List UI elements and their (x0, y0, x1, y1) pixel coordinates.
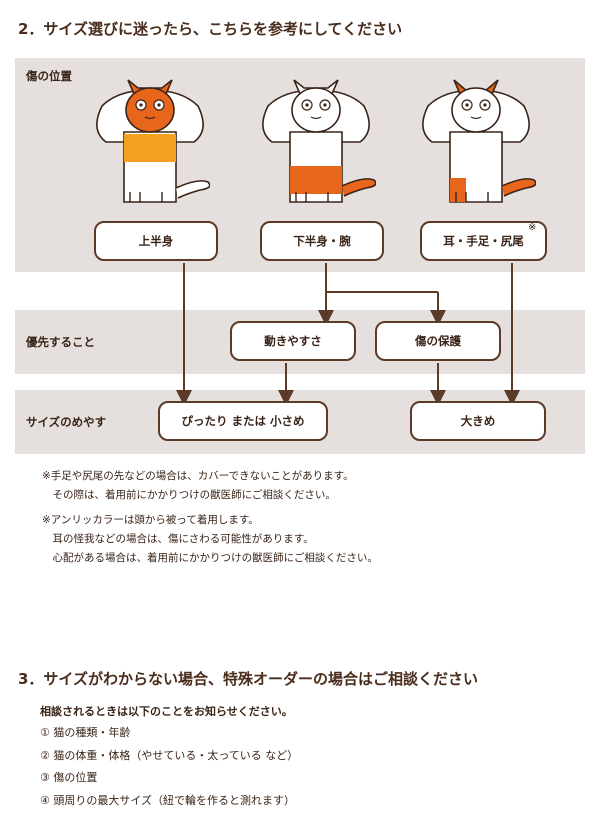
note-line: その際は、着用前にかかりつけの獣医師にご相談ください。 (42, 489, 336, 501)
asterisk-mark: ※ (528, 222, 537, 233)
cat-ears-tail-illustration (422, 79, 536, 203)
consultation-subheading: 相談されるときは以下のことをお知らせください。 (40, 705, 293, 718)
cat-upper-body-illustration (96, 79, 210, 203)
section-2-title: 2．サイズ選びに迷ったら、こちらを参考にしてください (18, 20, 403, 38)
note-limbs-tail: ※手足や尻尾の先などの場合は、カバーできないことがあります。 その際は、着用前に… (42, 467, 354, 505)
cat-lower-body-illustration (262, 79, 376, 203)
box-wound-protection: 傷の保護 (375, 321, 501, 361)
box-ears-limbs-tail: 耳・手足・尻尾 (420, 221, 547, 261)
list-item: ④ 頭周りの最大サイズ（紐で輪を作ると測れます） (40, 793, 296, 807)
note-line: 心配がある場合は、着用前にかかりつけの獣医師にご相談ください。 (42, 552, 378, 564)
note-collar: ※アンリッカラーは頭から被って着用します。 耳の怪我などの場合は、傷にさわる可能… (42, 511, 378, 568)
box-large: 大きめ (410, 401, 546, 441)
wound-position-label: 傷の位置 (26, 69, 72, 83)
box-ease-of-movement: 動きやすさ (230, 321, 356, 361)
consultation-list: ① 猫の種類・年齢 ② 猫の体重・体格（やせている・太っている など） ③ 傷の… (40, 722, 298, 812)
note-line: 耳の怪我などの場合は、傷にさわる可能性があります。 (42, 533, 314, 545)
note-line: ※手足や尻尾の先などの場合は、カバーできないことがあります。 (42, 470, 354, 482)
section-3-title: 3．サイズがわからない場合、特殊オーダーの場合はご相談ください (18, 670, 478, 688)
list-item: ① 猫の種類・年齢 (40, 726, 131, 739)
list-item: ② 猫の体重・体格（やせている・太っている など） (40, 748, 299, 762)
note-line: ※アンリッカラーは頭から被って着用します。 (42, 514, 259, 526)
box-snug-or-small: ぴったり または 小さめ (158, 401, 328, 441)
list-item: ③ 傷の位置 (40, 771, 98, 784)
box-lower-body-arm: 下半身・腕 (260, 221, 384, 261)
priority-label: 優先すること (26, 335, 95, 349)
size-guide-label: サイズのめやす (26, 415, 107, 429)
box-upper-body: 上半身 (94, 221, 218, 261)
